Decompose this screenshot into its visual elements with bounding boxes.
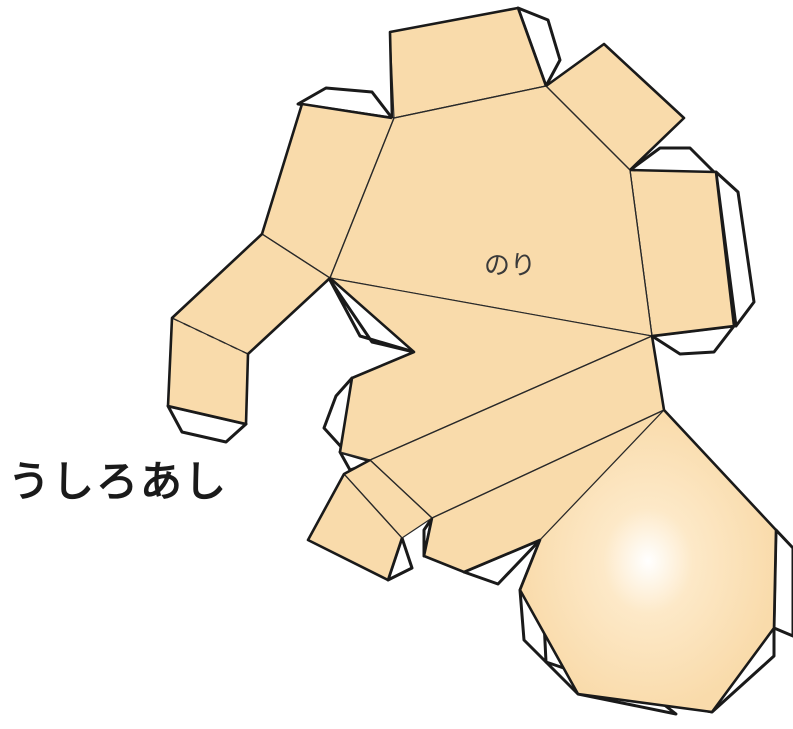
outline-segment (422, 168, 778, 714)
fold-line (369, 459, 433, 519)
dashed-fold-line (171, 317, 249, 355)
fold-line (545, 85, 631, 171)
fold-line (343, 473, 403, 539)
fold-lines (171, 85, 665, 539)
fold-line (369, 335, 653, 461)
fold-line (393, 85, 547, 119)
fold-line (629, 169, 653, 337)
outline-segment (306, 458, 404, 582)
part-title: うしろあし (8, 457, 229, 506)
outline-segment (166, 102, 416, 453)
net-faces (167, 7, 777, 713)
fold-line (329, 117, 395, 279)
glue-label: のり (484, 251, 536, 281)
fold-line (431, 409, 665, 519)
net-outline (166, 6, 778, 714)
outline-segment (545, 42, 686, 171)
outline-segment (388, 6, 548, 119)
fold-line (261, 233, 331, 279)
glue-tab (714, 170, 756, 328)
